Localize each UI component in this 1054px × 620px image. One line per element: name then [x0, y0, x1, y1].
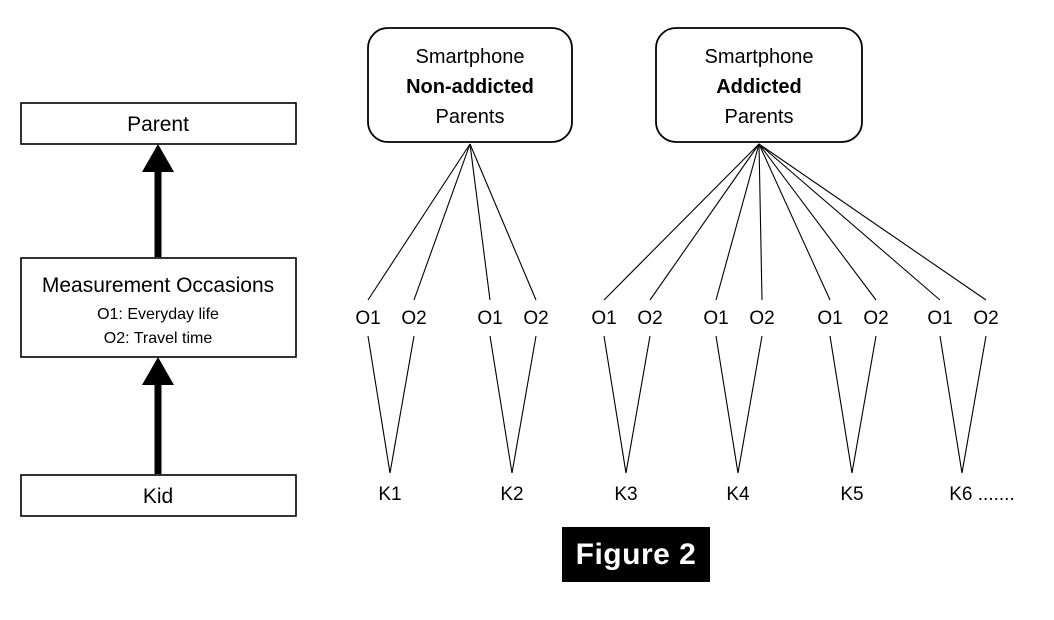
- non-addicted-group: Smartphone Non-addicted Parents O1 O2 O1…: [355, 27, 573, 505]
- legend-box-kid: Kid: [20, 474, 297, 517]
- kid-node-k3: K3: [614, 484, 637, 505]
- link-o-to-kid: [715, 335, 739, 474]
- arrow-head-up: [142, 357, 174, 385]
- non-addicted-line-3: Parents: [436, 106, 505, 128]
- link-o-to-kid: [511, 335, 537, 474]
- measurement-occasions-box-rect: [20, 257, 297, 358]
- occasion-node-k1-o2: O2: [401, 308, 426, 329]
- occasion-node-k6-o2: O2: [973, 308, 998, 329]
- link-o-to-kid: [737, 335, 763, 474]
- link-o-to-kid: [389, 335, 415, 474]
- legend-box-measurement-occasions: Measurement Occasions O1: Everyday life …: [20, 257, 297, 358]
- addicted-line-1: Smartphone: [705, 46, 814, 68]
- addicted-kid-links: [603, 335, 987, 474]
- occasion-node-k2-o2: O2: [523, 308, 548, 329]
- parent-box-label: Parent: [127, 113, 189, 136]
- link-o-to-kid: [851, 335, 877, 474]
- multilevel-legend: Parent Measurement Occasions O1: Everyda…: [20, 102, 297, 517]
- link-group-to-o: [758, 143, 877, 301]
- link-group-to-o: [603, 143, 760, 301]
- figure-caption-band: Figure 2: [562, 527, 710, 582]
- link-o-to-kid: [625, 335, 651, 474]
- link-group-to-o: [649, 143, 760, 301]
- arrow-head-up: [142, 144, 174, 172]
- non-addicted-line-1: Smartphone: [416, 46, 525, 68]
- legend-box-parent: Parent: [20, 102, 297, 145]
- link-o-to-kid: [939, 335, 963, 474]
- link-group-to-o: [413, 143, 471, 301]
- link-o-to-kid: [829, 335, 853, 474]
- addicted-line-2: Addicted: [716, 76, 802, 98]
- link-group-to-o: [367, 143, 471, 301]
- link-group-to-o: [758, 143, 987, 301]
- non-addicted-kid-links: [367, 335, 537, 474]
- link-group-to-o: [758, 143, 763, 301]
- occasion-node-k2-o1: O1: [477, 308, 502, 329]
- non-addicted-fan-links: [367, 143, 537, 301]
- kid-node-k4: K4: [726, 484, 750, 505]
- occasion-node-k3-o1: O1: [591, 308, 616, 329]
- figure-caption-text: Figure 2: [575, 537, 697, 571]
- kid-node-k6: K6 .......: [949, 484, 1014, 505]
- kid-box-label: Kid: [143, 485, 173, 508]
- non-addicted-line-2: Non-addicted: [406, 76, 534, 98]
- addicted-fan-links: [603, 143, 987, 301]
- addicted-group: Smartphone Addicted Parents O1 O2 O1 O2 …: [591, 27, 1015, 505]
- arrow-occasions-to-parent: [142, 144, 174, 257]
- link-o-to-kid: [367, 335, 391, 474]
- arrow-kid-to-occasions: [142, 357, 174, 474]
- addicted-line-3: Parents: [725, 106, 794, 128]
- non-addicted-group-box: [367, 27, 573, 143]
- occasion-definition-o2: O2: Travel time: [104, 330, 213, 347]
- measurement-occasions-box-label: Measurement Occasions: [42, 274, 274, 297]
- occasion-node-k6-o1: O1: [927, 308, 952, 329]
- link-o-to-kid: [489, 335, 513, 474]
- link-o-to-kid: [603, 335, 627, 474]
- kid-node-k5: K5: [840, 484, 863, 505]
- link-group-to-o: [758, 143, 831, 301]
- occasion-node-k1-o1: O1: [355, 308, 380, 329]
- occasion-node-k5-o2: O2: [863, 308, 888, 329]
- link-group-to-o: [715, 143, 760, 301]
- kid-box-rect: [20, 474, 297, 517]
- addicted-group-box: [655, 27, 863, 143]
- parent-box-rect: [20, 102, 297, 145]
- occasion-node-k4-o2: O2: [749, 308, 774, 329]
- link-o-to-kid: [961, 335, 987, 474]
- kid-node-k2: K2: [500, 484, 523, 505]
- kid-node-k1: K1: [378, 484, 401, 505]
- link-group-to-o: [469, 143, 537, 301]
- occasion-node-k3-o2: O2: [637, 308, 662, 329]
- occasion-definition-o1: O1: Everyday life: [97, 306, 219, 323]
- occasion-node-k4-o1: O1: [703, 308, 728, 329]
- link-group-to-o: [758, 143, 941, 301]
- occasion-node-k5-o1: O1: [817, 308, 842, 329]
- link-group-to-o: [469, 143, 491, 301]
